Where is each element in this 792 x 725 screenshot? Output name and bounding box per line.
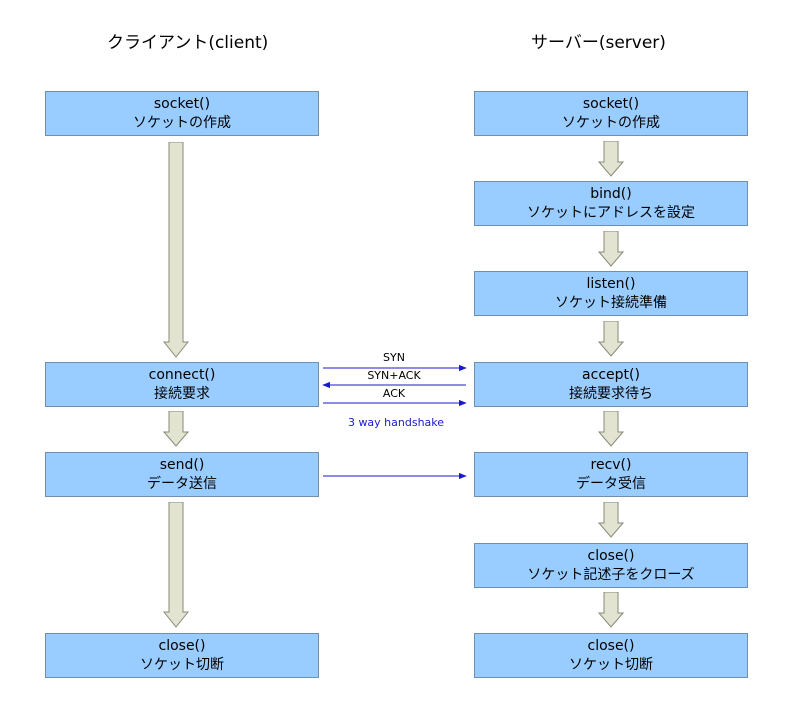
server-step-close-descriptor: close() ソケット記述子をクローズ bbox=[474, 543, 748, 588]
step-description: データ送信 bbox=[147, 475, 217, 492]
server-flow-arrow-6 bbox=[598, 592, 624, 628]
client-flow-arrow-long-2 bbox=[163, 502, 189, 628]
syn-ack-label: SYN+ACK bbox=[367, 369, 421, 382]
client-step-send: send() データ送信 bbox=[45, 452, 319, 497]
step-function: listen() bbox=[586, 275, 636, 292]
server-flow-arrow-5 bbox=[598, 502, 624, 538]
step-description: データ受信 bbox=[576, 475, 646, 492]
step-description: ソケットにアドレスを設定 bbox=[527, 204, 695, 221]
server-step-socket: socket() ソケットの作成 bbox=[474, 91, 748, 136]
step-description: 接続要求 bbox=[154, 385, 210, 402]
handshake-label: 3 way handshake bbox=[347, 416, 445, 429]
step-description: ソケット記述子をクローズ bbox=[527, 566, 695, 583]
step-function: send() bbox=[159, 456, 205, 473]
server-column-title: サーバー(server) bbox=[531, 33, 666, 53]
client-step-socket: socket() ソケットの作成 bbox=[45, 91, 319, 136]
syn-label: SYN bbox=[383, 351, 405, 364]
ack-label: ACK bbox=[382, 387, 406, 400]
step-function: connect() bbox=[148, 366, 216, 383]
server-step-bind: bind() ソケットにアドレスを設定 bbox=[474, 181, 748, 226]
step-description: ソケット切断 bbox=[140, 656, 224, 673]
client-column-title: クライアント(client) bbox=[107, 33, 269, 53]
server-flow-arrow-1 bbox=[598, 141, 624, 177]
step-function: socket() bbox=[582, 95, 640, 112]
step-function: close() bbox=[158, 637, 206, 654]
client-flow-arrow-long-1 bbox=[163, 142, 189, 358]
client-flow-arrow-short bbox=[163, 411, 189, 447]
step-function: bind() bbox=[590, 185, 632, 202]
step-function: close() bbox=[587, 547, 635, 564]
step-description: ソケット切断 bbox=[569, 656, 653, 673]
step-description: ソケット接続準備 bbox=[555, 294, 667, 311]
client-step-connect: connect() 接続要求 bbox=[45, 362, 319, 407]
server-flow-arrow-2 bbox=[598, 231, 624, 267]
server-step-recv: recv() データ受信 bbox=[474, 452, 748, 497]
step-function: accept() bbox=[582, 366, 640, 383]
step-description: ソケットの作成 bbox=[562, 114, 660, 131]
step-description: 接続要求待ち bbox=[569, 385, 653, 402]
server-flow-arrow-3 bbox=[598, 321, 624, 357]
step-function: recv() bbox=[590, 456, 632, 473]
server-step-listen: listen() ソケット接続準備 bbox=[474, 271, 748, 316]
client-step-close: close() ソケット切断 bbox=[45, 633, 319, 678]
server-step-close: close() ソケット切断 bbox=[474, 633, 748, 678]
step-description: ソケットの作成 bbox=[133, 114, 231, 131]
server-step-accept: accept() 接続要求待ち bbox=[474, 362, 748, 407]
step-function: close() bbox=[587, 637, 635, 654]
step-function: socket() bbox=[153, 95, 211, 112]
server-flow-arrow-4 bbox=[598, 411, 624, 447]
